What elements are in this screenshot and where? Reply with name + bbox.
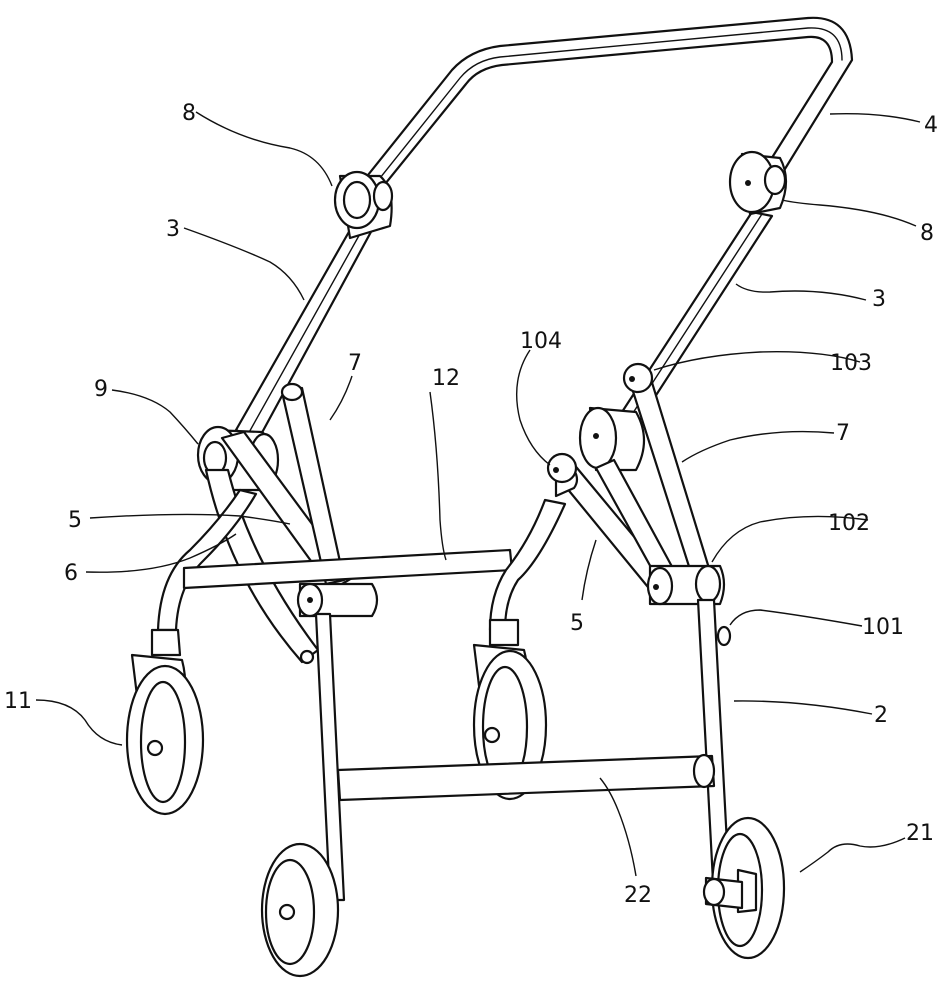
left-front-leg — [150, 488, 258, 657]
label-6: 6 — [64, 561, 78, 586]
right-rear-wheel — [702, 816, 786, 960]
right-front-strut — [622, 362, 714, 584]
right-front-caster — [472, 643, 548, 801]
label-8-left: 8 — [182, 101, 196, 126]
label-21: 21 — [906, 821, 934, 846]
label-5-left: 5 — [68, 508, 82, 533]
label-104: 104 — [520, 329, 562, 354]
reference-labels: 8 4 8 3 3 104 103 7 12 9 7 5 102 6 5 101… — [4, 101, 938, 908]
lower-cross-tube — [336, 753, 716, 802]
label-102: 102 — [828, 511, 870, 536]
label-22: 22 — [624, 883, 652, 908]
label-103: 103 — [830, 351, 872, 376]
right-top-joint — [728, 150, 788, 216]
label-11: 11 — [4, 689, 32, 714]
label-9: 9 — [94, 377, 108, 402]
label-2: 2 — [874, 703, 888, 728]
left-top-joint — [333, 170, 394, 240]
right-front-leg — [488, 498, 567, 647]
label-101: 101 — [862, 615, 904, 640]
leader-lines — [35, 111, 921, 877]
left-rear-hub — [296, 582, 379, 618]
label-7-right: 7 — [836, 421, 850, 446]
label-5-right: 5 — [570, 611, 584, 636]
left-front-caster — [125, 653, 205, 816]
label-3-right: 3 — [872, 287, 886, 312]
right-rear-hub — [646, 564, 726, 606]
label-3-left: 3 — [166, 217, 180, 242]
label-7-left: 7 — [348, 351, 362, 376]
label-12: 12 — [432, 366, 460, 391]
label-8-right: 8 — [920, 221, 934, 246]
left-rear-wheel — [260, 842, 340, 978]
left-rear-leg — [314, 612, 346, 902]
label-4: 4 — [924, 113, 938, 138]
